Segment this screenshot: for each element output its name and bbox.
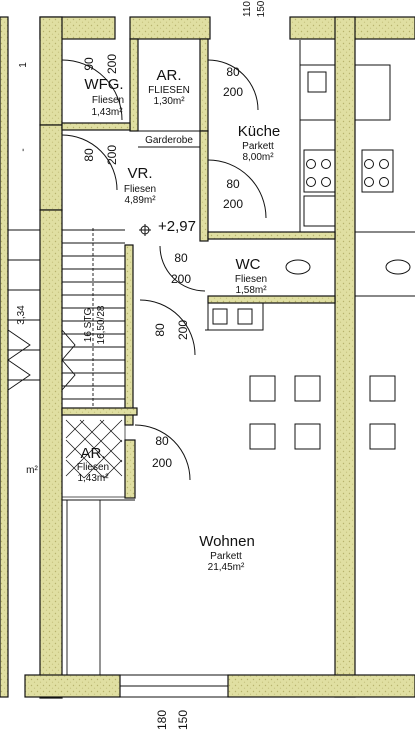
- room-ar-bottom-floor: Fliesen: [77, 462, 109, 473]
- labels: WFG. Fliesen 1,43m² AR. FLIESEN 1,30m² K…: [26, 65, 280, 573]
- room-wfg-floor: Fliesen: [92, 95, 124, 106]
- top-dim-a: 110: [242, 1, 253, 17]
- dining-furniture: [249, 375, 396, 450]
- door-wohnen-left-width: 80: [153, 323, 167, 337]
- ar-bottom-hatch: [61, 414, 126, 498]
- room-ar-top-name: AR.: [156, 67, 181, 84]
- room-ar-bottom-area: 1,43m²: [77, 473, 109, 484]
- room-wc-name: WC: [236, 256, 261, 273]
- room-kueche-floor: Parkett: [242, 141, 274, 152]
- left-room-area: m²: [26, 465, 38, 476]
- room-wohnen-floor: Parkett: [210, 551, 242, 562]
- room-wohnen-name: Wohnen: [199, 533, 255, 550]
- room-kueche-name: Küche: [238, 123, 281, 140]
- door-ar-bottom-height: 200: [152, 456, 172, 470]
- room-vr-name: VR.: [127, 165, 152, 182]
- garderobe-label: Garderobe: [145, 135, 193, 146]
- room-ar-top-floor: FLIESEN: [148, 85, 190, 96]
- door-vr-left-width: 80: [82, 148, 96, 162]
- left-mark-b: -: [18, 148, 29, 151]
- door-ar-top-height: 200: [223, 85, 243, 99]
- room-ar-bottom-name: AR.: [80, 445, 105, 462]
- stairs-dimension: 16,50/28: [96, 305, 107, 344]
- room-vr-floor: Fliesen: [124, 184, 156, 195]
- door-swings: [61, 59, 267, 481]
- level-marker-icon: [139, 224, 151, 236]
- staircase: [7, 228, 125, 408]
- thin-lines: [24, 40, 415, 698]
- kitchen-fixtures: [207, 64, 411, 331]
- left-mark-c: 3,34: [16, 305, 27, 325]
- door-wc-height: 200: [171, 272, 191, 286]
- walls: [0, 16, 415, 699]
- door-wc-width: 80: [174, 251, 188, 265]
- door-wohnen-left-height: 200: [176, 320, 190, 340]
- door-ar-bottom-width: 80: [155, 434, 169, 448]
- room-wc-area: 1,58m²: [235, 285, 267, 296]
- level-label: +2,97: [158, 218, 196, 235]
- room-vr-area: 4,89m²: [124, 195, 156, 206]
- room-wfg-name: WFG.: [84, 76, 123, 93]
- top-dim-b: 150: [256, 0, 267, 17]
- room-kueche-area: 8,00m²: [242, 152, 274, 163]
- window-lines: [62, 499, 135, 675]
- bottom-dim-a: 180: [155, 710, 169, 730]
- left-mark-a: 1: [18, 62, 29, 68]
- stairs-count: 16 STG: [83, 308, 94, 343]
- door-ar-top-width: 80: [226, 65, 240, 79]
- room-ar-top-area: 1,30m²: [153, 96, 185, 107]
- door-kueche-width: 80: [226, 177, 240, 191]
- room-wfg-area: 1,43m²: [91, 107, 123, 118]
- room-wc-floor: Fliesen: [235, 274, 267, 285]
- door-kueche-height: 200: [223, 197, 243, 211]
- room-wohnen-area: 21,45m²: [208, 562, 245, 573]
- rotated-labels: 90 200 80 200 80 200 16 STG 16,50/28 110…: [16, 0, 267, 730]
- door-wfg-width: 90: [82, 57, 96, 71]
- bottom-dim-b: 150: [176, 710, 190, 730]
- door-vr-left-height: 200: [105, 145, 119, 165]
- door-wfg-height: 200: [105, 54, 119, 74]
